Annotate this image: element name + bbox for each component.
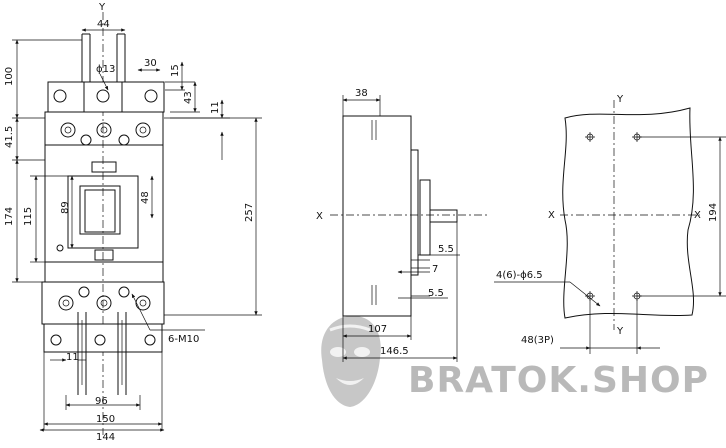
dim-41-5: 41.5 xyxy=(4,126,15,148)
dim-96: 96 xyxy=(95,396,108,407)
mount-axis-y-bottom: Y xyxy=(616,326,624,337)
dim-6-m10: 6-M10 xyxy=(168,334,199,345)
dim-48: 48 xyxy=(140,191,151,204)
dim-43: 43 xyxy=(183,91,194,104)
dim-150: 150 xyxy=(96,414,115,425)
dim-194: 194 xyxy=(708,203,719,222)
front-axis-y-label: Y xyxy=(98,2,106,13)
dim-146-5: 146.5 xyxy=(380,346,409,357)
side-view: X 38 5.5 7 5.5 107 146.5 xyxy=(316,88,490,362)
dim-44: 44 xyxy=(97,19,110,30)
dim-107: 107 xyxy=(368,324,387,335)
dim-174: 174 xyxy=(4,207,15,226)
dim-100: 100 xyxy=(4,67,15,86)
dim-holes: 4(6)-ϕ6.5 xyxy=(496,270,543,281)
mounting-view: Y X X Y 194 4(6)-ϕ6.5 48(3P) xyxy=(494,94,726,354)
dim-11-bottom: 11 xyxy=(66,352,79,363)
dim-5-5-top: 5.5 xyxy=(438,244,454,255)
dim-115: 115 xyxy=(23,207,34,226)
mount-axis-y-top: Y xyxy=(616,94,624,105)
dim-15: 15 xyxy=(170,64,181,77)
watermark-text: BRATOK.SHOP xyxy=(408,360,709,401)
dim-phi13: ϕ13 xyxy=(96,64,115,75)
dim-5-5-bottom: 5.5 xyxy=(428,288,444,299)
watermark: BRATOK.SHOP xyxy=(321,315,709,407)
gorilla-logo-icon xyxy=(321,315,381,407)
dim-89: 89 xyxy=(60,201,71,214)
dim-30: 30 xyxy=(144,58,157,69)
mount-axis-x-left: X xyxy=(548,210,555,221)
dim-11-top: 11 xyxy=(210,101,221,114)
side-axis-x-label: X xyxy=(316,211,323,222)
front-view: Y xyxy=(4,2,262,443)
dim-38: 38 xyxy=(355,88,368,99)
dim-48-3p: 48(3P) xyxy=(521,335,554,346)
dim-144: 144 xyxy=(96,432,115,443)
mount-axis-x-right: X xyxy=(694,210,701,221)
dim-7: 7 xyxy=(432,264,438,275)
mounting-holes xyxy=(585,132,642,301)
dim-257: 257 xyxy=(244,203,255,222)
